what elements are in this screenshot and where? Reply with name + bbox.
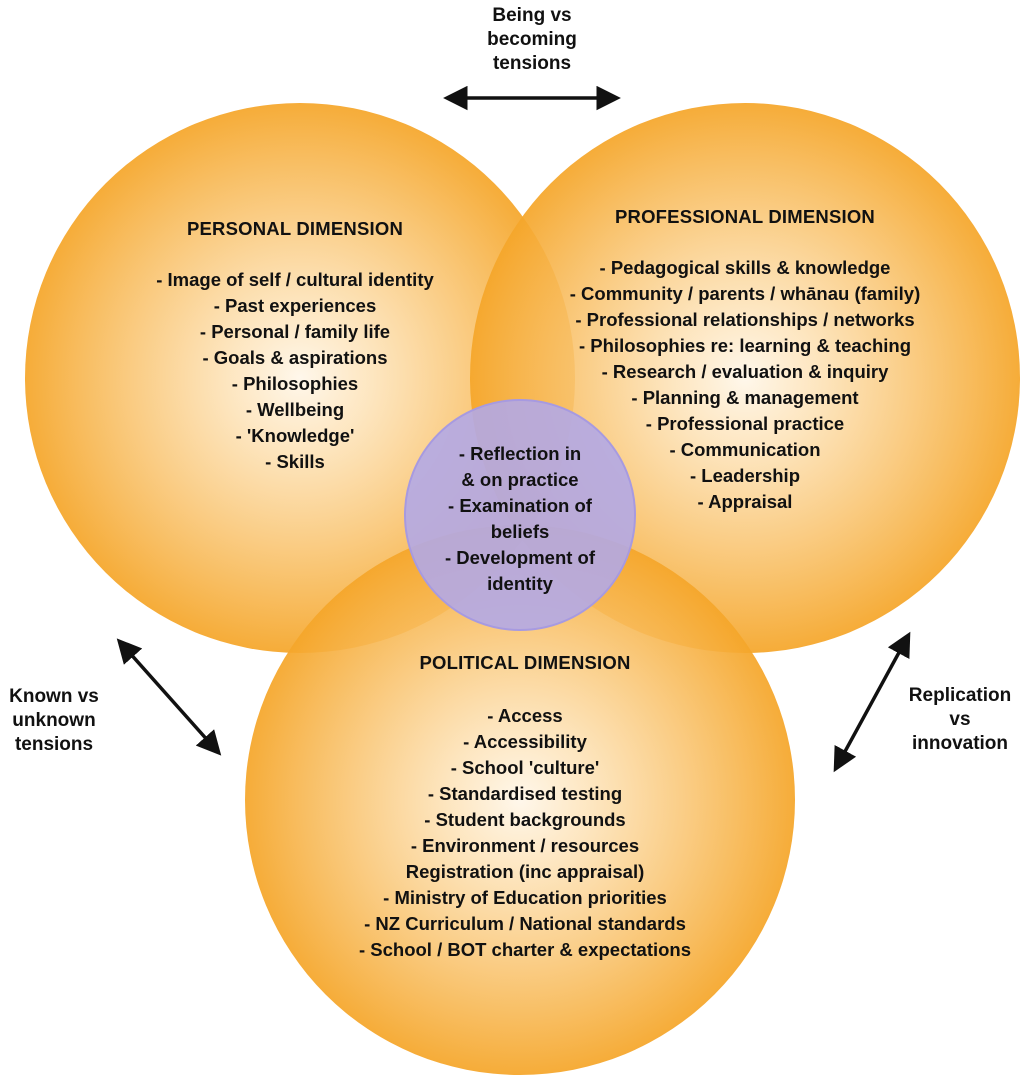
personal-item: - Wellbeing <box>245 399 345 420</box>
core-list: - Reflection in & on practice - Examinatio… <box>420 441 620 597</box>
professional-item: - Pedagogical skills & knowledge <box>599 257 891 278</box>
professional-item: - Philosophies re: learning & teaching <box>578 335 912 356</box>
core-item: beliefs <box>490 521 550 542</box>
professional-item: - Appraisal <box>697 491 793 512</box>
political-item: - Access <box>487 705 563 726</box>
core-item: - Reflection in <box>458 443 582 464</box>
professional-list: - Pedagogical skills & knowledge - Commun… <box>520 255 970 515</box>
core-item: - Examination of <box>448 495 592 516</box>
core-item: & on practice <box>461 469 579 490</box>
professional-item: - Planning & management <box>631 387 859 408</box>
left-tension-arrow <box>116 638 222 756</box>
political-item: - Student backgrounds <box>424 809 626 830</box>
core-circle <box>404 399 636 631</box>
professional-item: - Community / parents / whānau (family) <box>569 283 921 304</box>
professional-heading: PROFESSIONAL DIMENSION <box>614 206 875 227</box>
right-tension-arrow <box>833 631 911 773</box>
political-list: - Access - Accessibility - School 'culture… <box>295 703 755 963</box>
professional-item: - Communication <box>669 439 821 460</box>
personal-item: - Goals & aspirations <box>202 347 388 368</box>
personal-item: - 'Knowledge' <box>235 425 355 446</box>
core-item: identity <box>487 573 553 594</box>
professional-item: - Research / evaluation & inquiry <box>601 361 889 382</box>
personal-item: - Personal / family life <box>199 321 391 342</box>
personal-list: - Image of self / cultural identity - Pas… <box>95 267 495 475</box>
political-item: - School / BOT charter & expectations <box>358 939 692 960</box>
political-item: - Standardised testing <box>427 783 623 804</box>
core-item: - Development of <box>444 547 596 568</box>
personal-item: - Past experiences <box>213 295 377 316</box>
political-item: - NZ Curriculum / National standards <box>364 913 686 934</box>
professional-item: - Professional practice <box>645 413 845 434</box>
political-item: - Accessibility <box>463 731 587 752</box>
political-item: - School 'culture' <box>450 757 600 778</box>
political-item: Registration (inc appraisal) <box>405 861 645 882</box>
political-item: - Ministry of Education priorities <box>383 887 667 908</box>
personal-heading: PERSONAL DIMENSION <box>186 218 404 239</box>
professional-item: - Leadership <box>690 465 800 486</box>
personal-item: - Image of self / cultural identity <box>156 269 434 290</box>
personal-item: - Skills <box>265 451 325 472</box>
political-item: - Environment / resources <box>410 835 640 856</box>
professional-item: - Professional relationships / networks <box>575 309 915 330</box>
political-heading: POLITICAL DIMENSION <box>419 652 631 673</box>
political-circle <box>245 525 795 1075</box>
personal-item: - Philosophies <box>231 373 359 394</box>
